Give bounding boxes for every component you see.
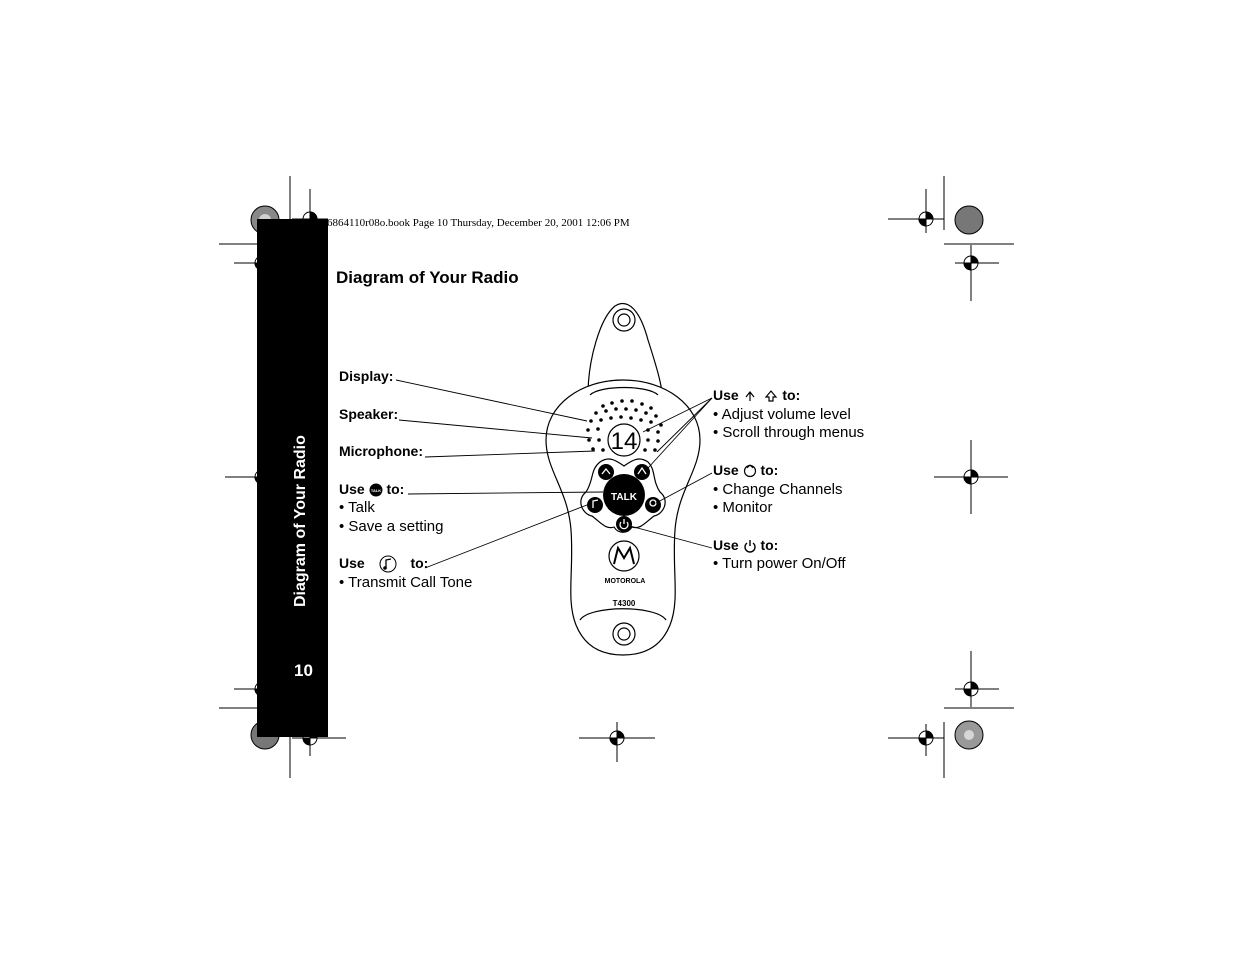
channel-callout-heading: Use to:	[713, 462, 779, 478]
brand-label: MOTOROLA	[605, 578, 646, 585]
channel-button	[645, 497, 661, 513]
button-group: TALK	[587, 464, 661, 532]
talk-callout-heading: Use TALK to:	[339, 481, 405, 497]
volume-callout-heading: Use to:	[713, 387, 801, 403]
talk-icon: TALK	[369, 483, 383, 497]
power-callout-heading: Use to:	[713, 537, 779, 553]
volume-up-icon	[637, 466, 647, 475]
sidebar-tab	[257, 219, 328, 737]
volume-bullet-2: • Scroll through menus	[713, 424, 865, 441]
page-title: Diagram of Your Radio	[336, 268, 519, 287]
radio-top-loop	[587, 303, 663, 396]
power-icon	[743, 540, 756, 553]
display-window	[607, 423, 641, 457]
motorola-logo	[608, 540, 640, 572]
volume-down-icon	[601, 467, 611, 475]
power-bullet-1: • Turn power On/Off	[713, 555, 846, 572]
call-tone-button	[587, 497, 603, 513]
channel-bullet-1: • Change Channels	[713, 481, 843, 498]
volume-bullet-1: • Adjust volume level	[713, 406, 851, 423]
page-number: 10	[294, 661, 313, 680]
volume-up-icon	[765, 390, 778, 402]
display-label: Display:	[339, 368, 394, 384]
leader-lines	[395, 379, 713, 569]
channel-bullet-2: • Monitor	[713, 499, 773, 516]
microphone-label: Microphone:	[339, 443, 423, 459]
speaker-label: Speaker:	[339, 406, 399, 422]
power-icon	[619, 521, 629, 530]
volume-down-icon	[745, 391, 755, 402]
music-note-icon	[592, 499, 599, 508]
volume-down-button	[598, 464, 614, 480]
print-header: 6864110r08o.book Page 10 Thursday, Decem…	[327, 217, 630, 229]
call-bullet-1: • Transmit Call Tone	[339, 574, 473, 591]
svg-text:TALK: TALK	[370, 488, 380, 493]
channel-icon	[743, 464, 756, 478]
speaker-grille	[586, 399, 663, 452]
talk-bullet-2: • Save a setting	[339, 518, 444, 535]
svg-text:TALK: TALK	[611, 492, 638, 503]
music-note-icon	[379, 555, 397, 573]
model-label: T4300	[613, 599, 636, 608]
call-callout-heading: Use to:	[339, 555, 428, 573]
talk-button	[603, 474, 645, 516]
display-value: 14	[611, 428, 638, 455]
talk-bullet-1: • Talk	[339, 499, 375, 516]
volume-up-button	[634, 464, 650, 480]
